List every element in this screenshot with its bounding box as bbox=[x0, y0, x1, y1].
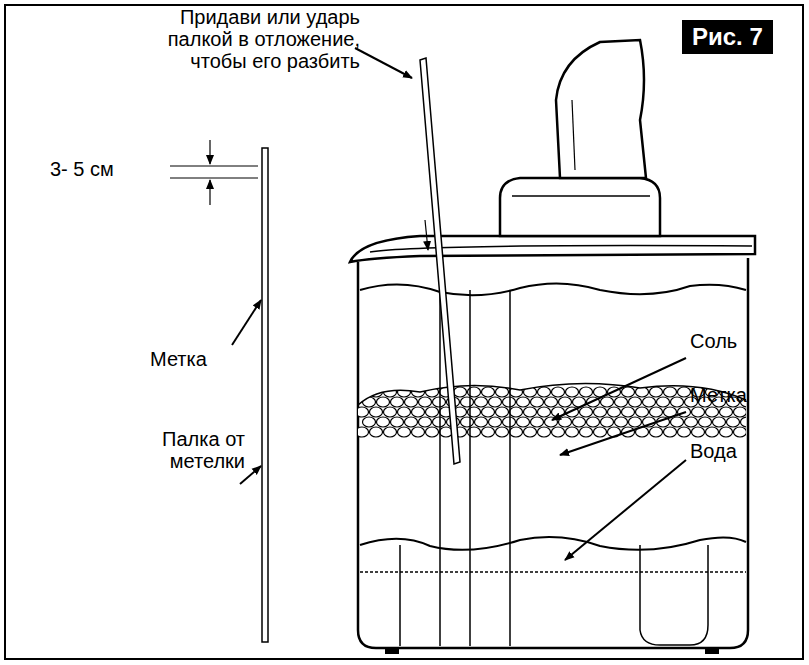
water-level bbox=[360, 571, 746, 573]
part-label: Вода bbox=[690, 440, 790, 462]
tank-body bbox=[358, 258, 748, 648]
broom-stick bbox=[262, 148, 268, 642]
tank-lid bbox=[350, 236, 755, 262]
dimension-label: 3- 5 см bbox=[50, 158, 165, 180]
figure-number-box: Рис. 7 bbox=[682, 20, 773, 54]
control-valve-head bbox=[500, 178, 660, 236]
open-flap bbox=[556, 40, 646, 178]
poking-stick bbox=[420, 58, 460, 464]
figure-number: Рис. 7 bbox=[692, 23, 763, 50]
mark-label: Метка bbox=[150, 348, 240, 370]
instruction-note: Придави или ударь палкой в отложение, чт… bbox=[150, 6, 360, 72]
part-label: Соль bbox=[690, 330, 790, 352]
part-label: Палка от метелки bbox=[150, 428, 245, 472]
mark-label: Метка bbox=[690, 384, 790, 406]
frame bbox=[5, 5, 803, 659]
